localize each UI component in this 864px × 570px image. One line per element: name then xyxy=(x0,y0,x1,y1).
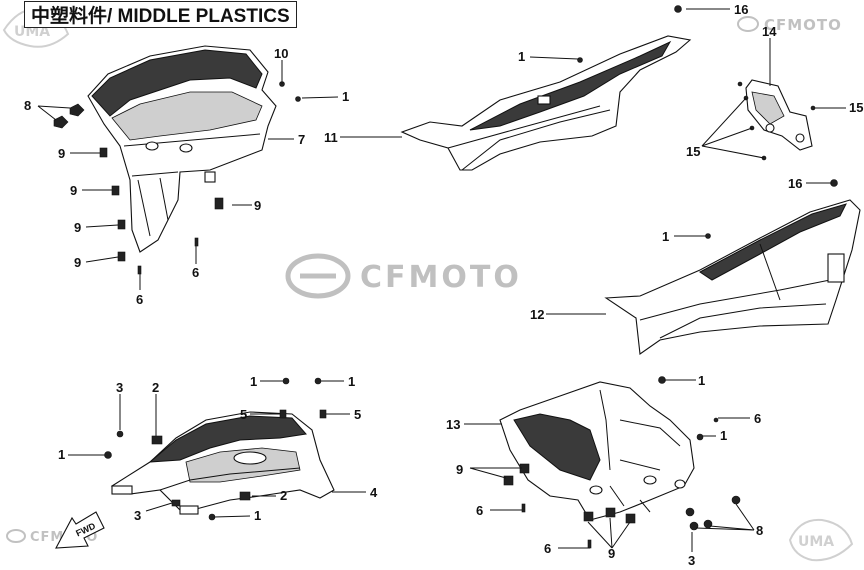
callout-3: 3 xyxy=(116,380,123,395)
callout-15: 15 xyxy=(686,144,700,159)
cfmoto-watermark: CFMOTO xyxy=(285,253,522,299)
uma-logo-bottom-right-text: UMA xyxy=(798,534,834,550)
diagram-title-text: 中塑料件/ MIDDLE PLASTICS xyxy=(31,6,290,27)
callout-9: 9 xyxy=(74,255,81,270)
callout-1: 1 xyxy=(662,229,669,244)
callout-1: 1 xyxy=(58,447,65,462)
uma-logo-top-left-text: UMA xyxy=(14,24,50,40)
callout-5: 5 xyxy=(354,407,361,422)
diagram-title: 中塑料件/ MIDDLE PLASTICS xyxy=(24,1,297,28)
callout-6: 6 xyxy=(136,292,143,307)
part-13-hardware xyxy=(503,417,741,549)
callout-3: 3 xyxy=(134,508,141,523)
callout-1: 1 xyxy=(250,374,257,389)
callout-9: 9 xyxy=(70,183,77,198)
part-11-left-side-panel xyxy=(400,35,692,171)
part-12-right-side-panel xyxy=(604,199,861,355)
callout-1: 1 xyxy=(348,374,355,389)
part-7-hardware xyxy=(53,81,301,275)
callout-8: 8 xyxy=(756,523,763,538)
callout-1: 1 xyxy=(254,508,261,523)
callout-4: 4 xyxy=(370,485,378,500)
callout-1: 1 xyxy=(698,373,705,388)
callout-2: 2 xyxy=(152,380,159,395)
callout-10: 10 xyxy=(274,46,288,61)
fwd-arrow: FWD xyxy=(55,511,105,549)
part-4-rear-fender-panel xyxy=(110,411,335,515)
callout-13: 13 xyxy=(446,417,460,432)
callout-9: 9 xyxy=(456,462,463,477)
callout-11: 11 xyxy=(324,130,338,145)
part-13-rear-center-panel xyxy=(499,381,695,521)
callout-6: 6 xyxy=(476,503,483,518)
cfmoto-watermark-text: CFMOTO xyxy=(360,260,522,295)
callout-7: 7 xyxy=(298,132,305,147)
callout-labels: 8 9 9 9 9 6 6 9 10 1 7 11 1 16 14 15 15 … xyxy=(24,2,863,568)
callout-1: 1 xyxy=(720,428,727,443)
callout-1: 1 xyxy=(518,49,525,64)
callout-8: 8 xyxy=(24,98,31,113)
callout-6: 6 xyxy=(544,541,551,556)
callout-12: 12 xyxy=(530,307,544,322)
cfmoto-logo-top-right-text: CFMOTO xyxy=(764,16,842,34)
callout-14: 14 xyxy=(762,24,777,39)
callout-6: 6 xyxy=(192,265,199,280)
callout-9: 9 xyxy=(74,220,81,235)
callout-9: 9 xyxy=(254,198,261,213)
callout-16: 16 xyxy=(734,2,748,17)
callout-9: 9 xyxy=(58,146,65,161)
part-12-hardware xyxy=(658,179,838,384)
part-7-front-inner-panel xyxy=(87,45,277,253)
callout-9: 9 xyxy=(608,546,615,561)
callout-2: 2 xyxy=(280,488,287,503)
part-11-hardware xyxy=(577,5,682,63)
callout-15: 15 xyxy=(849,100,863,115)
callout-3: 3 xyxy=(688,553,695,568)
uma-logo-bottom-right: UMA xyxy=(788,518,854,562)
callout-6: 6 xyxy=(754,411,761,426)
part-14-bracket xyxy=(745,79,813,151)
callout-16: 16 xyxy=(788,176,802,191)
cfmoto-logo-top-right: CFMOTO xyxy=(737,16,842,34)
callout-1: 1 xyxy=(342,89,349,104)
callout-5: 5 xyxy=(240,407,247,422)
leader-lines xyxy=(37,8,846,552)
